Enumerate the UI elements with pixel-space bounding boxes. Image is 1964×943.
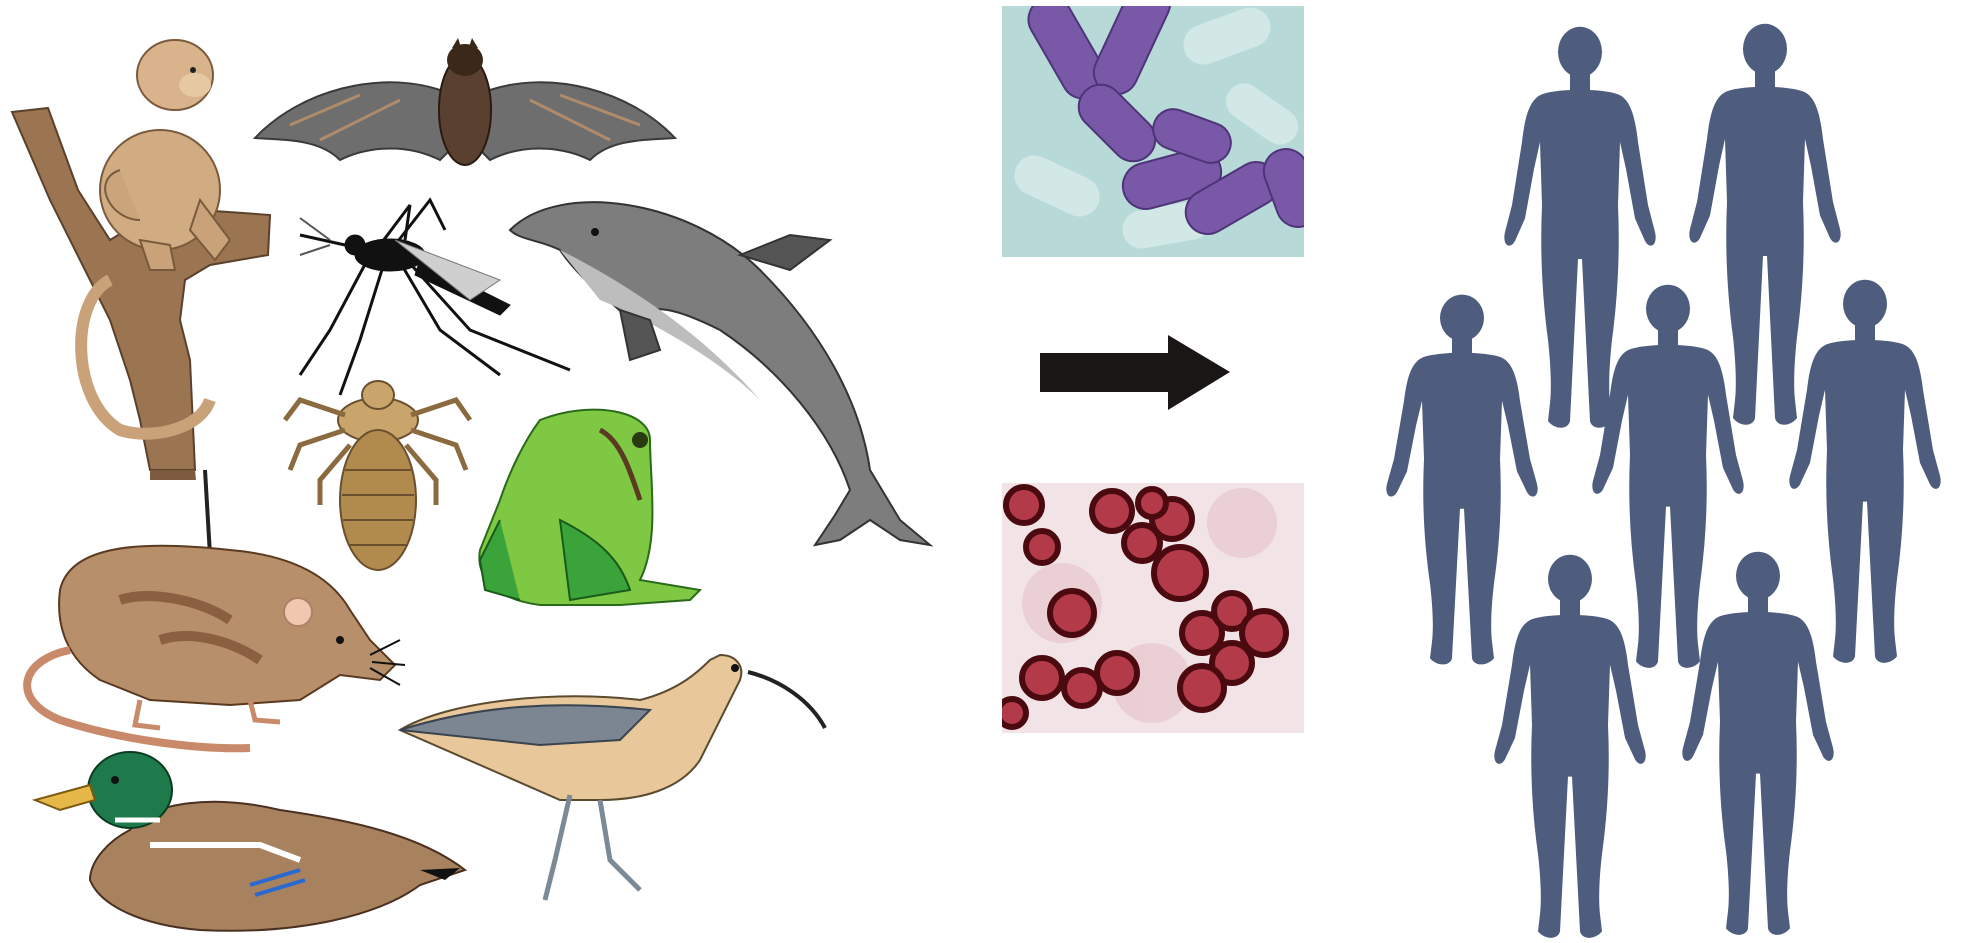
human-silhouette-icon [1494, 555, 1645, 938]
human-silhouette-icon [1592, 285, 1743, 668]
human-silhouette-icon [1386, 295, 1537, 665]
louse-icon [285, 381, 470, 570]
duck-icon [35, 752, 465, 931]
curlew-icon [400, 655, 825, 900]
bacteria-micrograph-icon [1002, 6, 1304, 257]
human-silhouette-icon [1682, 552, 1833, 935]
rat-icon [27, 546, 405, 749]
frog-icon [479, 410, 700, 605]
human-population [1360, 0, 1964, 943]
arrow-right-icon [1040, 335, 1230, 410]
virus-micrograph-icon [1002, 483, 1304, 733]
human-silhouette-icon [1789, 280, 1940, 663]
animal-reservoirs [0, 0, 940, 943]
bat-icon [255, 38, 675, 165]
